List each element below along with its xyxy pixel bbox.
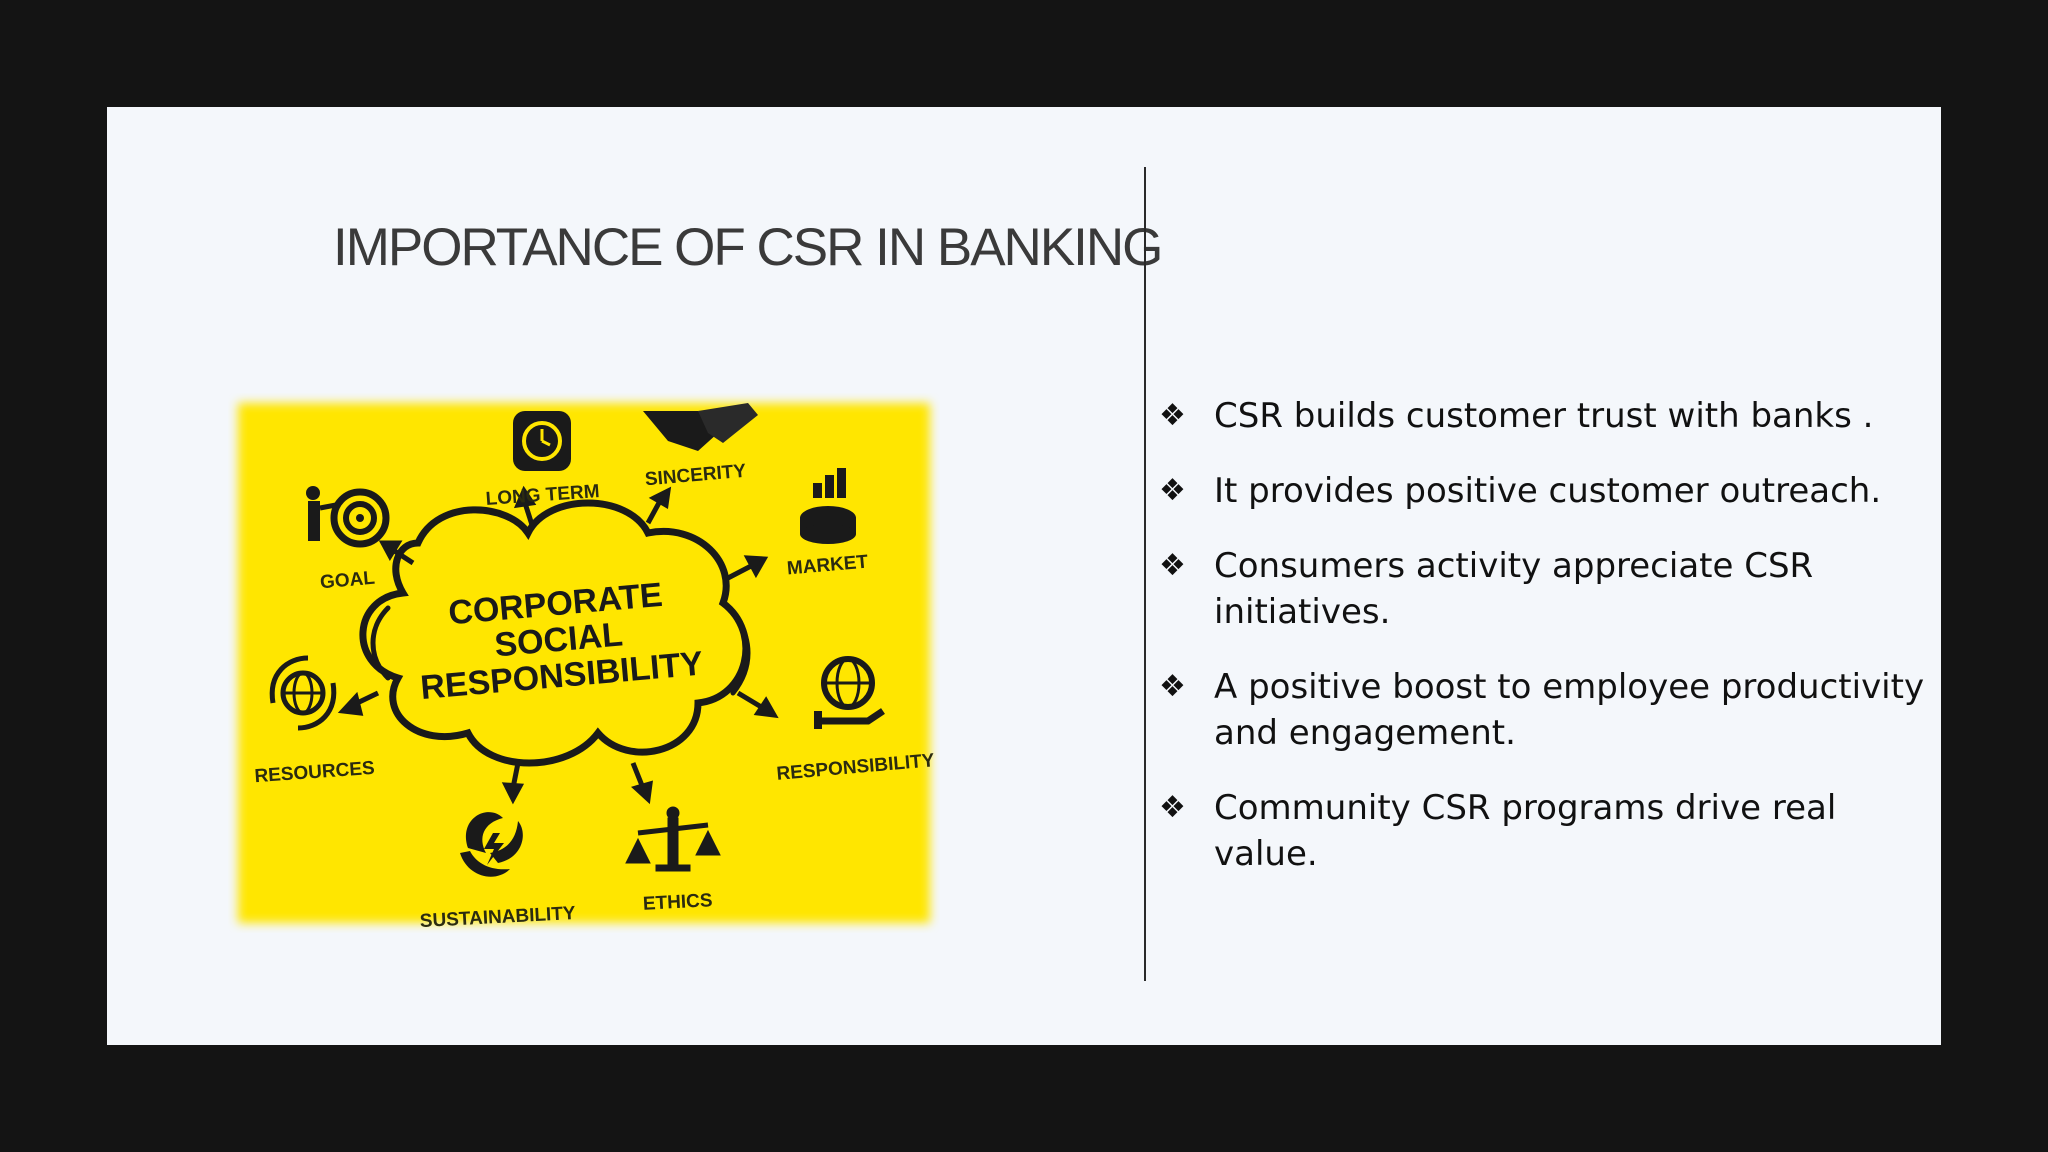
bullet-list: ❖ CSR builds customer trust with banks .… bbox=[1159, 393, 1941, 906]
diamond-bullet-icon: ❖ bbox=[1159, 548, 1186, 583]
slide-title: IMPORTANCE OF CSR IN BANKING bbox=[333, 218, 1163, 277]
diamond-bullet-icon: ❖ bbox=[1159, 669, 1186, 704]
bullet-text: Community CSR programs drive real value. bbox=[1214, 788, 1837, 874]
globe-arrows-icon bbox=[269, 655, 337, 731]
scales-icon bbox=[625, 806, 721, 872]
handshake-icon bbox=[643, 403, 758, 451]
diamond-bullet-icon: ❖ bbox=[1159, 790, 1186, 825]
globe-hand-icon bbox=[814, 656, 885, 729]
leaf-sustainability-icon bbox=[460, 812, 523, 877]
bullet-text: A positive boost to employee productivit… bbox=[1214, 667, 1925, 753]
diamond-bullet-icon: ❖ bbox=[1159, 398, 1186, 433]
vertical-divider bbox=[1144, 167, 1146, 981]
bullet-text: It provides positive customer outreach. bbox=[1214, 471, 1882, 511]
bullet-item: ❖ Community CSR programs drive real valu… bbox=[1159, 785, 1941, 877]
diamond-bullet-icon: ❖ bbox=[1159, 473, 1186, 508]
label-goal: GOAL bbox=[319, 568, 376, 594]
target-goal-icon bbox=[306, 486, 390, 548]
label-ethics: ETHICS bbox=[642, 890, 713, 915]
csr-illustration: CORPORATE SOCIAL RESPONSIBILITY bbox=[228, 393, 940, 933]
market-chart-icon bbox=[800, 468, 856, 544]
bullet-text: CSR builds customer trust with banks . bbox=[1214, 396, 1874, 436]
bullet-text: Consumers activity appreciate CSR initia… bbox=[1214, 546, 1814, 632]
bullet-item: ❖ CSR builds customer trust with banks . bbox=[1159, 393, 1941, 439]
clock-icon bbox=[513, 411, 571, 471]
bullet-item: ❖ A positive boost to employee productiv… bbox=[1159, 664, 1941, 756]
bullet-item: ❖ It provides positive customer outreach… bbox=[1159, 468, 1941, 514]
cloud-icon bbox=[359, 499, 751, 767]
bullet-item: ❖ Consumers activity appreciate CSR init… bbox=[1159, 543, 1941, 635]
slide: IMPORTANCE OF CSR IN BANKING C bbox=[107, 107, 1941, 1045]
arrows bbox=[337, 485, 779, 805]
